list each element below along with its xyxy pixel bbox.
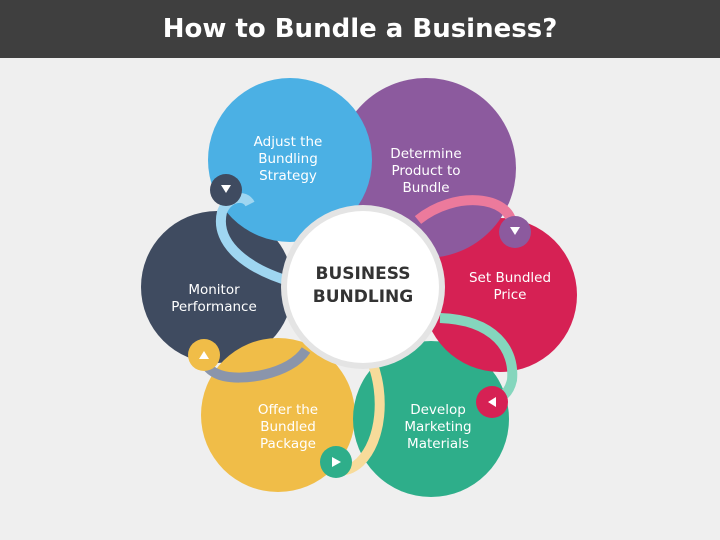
arrow-badge-green xyxy=(320,446,352,478)
business-bundling-diagram: BUSINESS BUNDLING Adjust the Bundling St… xyxy=(0,58,720,540)
ribbon-blue xyxy=(215,192,294,287)
center-title: BUSINESS BUNDLING xyxy=(312,264,414,307)
petal-set-bundled-price xyxy=(423,218,577,372)
step-label-offer-bundled-package: Offer the Bundled Package xyxy=(257,402,319,452)
step-label-adjust-strategy: Adjust the Bundling Strategy xyxy=(253,134,323,184)
arrow-badge-purple xyxy=(499,216,531,248)
step-label-determine-product: Determine Product to Bundle xyxy=(390,146,462,196)
center-hub xyxy=(287,211,439,363)
step-label-monitor-performance: Monitor Performance xyxy=(171,282,257,315)
arrow-badge-blue xyxy=(210,174,242,206)
arrow-badge-yellow xyxy=(188,339,220,371)
ribbon-purple xyxy=(414,195,517,227)
page-title: How to Bundle a Business? xyxy=(0,0,720,58)
arrow-badge-red xyxy=(476,386,508,418)
step-label-develop-marketing: Develop Marketing Materials xyxy=(404,402,472,452)
step-label-set-bundled-price: Set Bundled Price xyxy=(468,270,552,303)
petal-monitor-performance xyxy=(141,211,293,363)
petal-develop-marketing xyxy=(353,341,509,497)
cycle-graphic xyxy=(141,78,577,497)
